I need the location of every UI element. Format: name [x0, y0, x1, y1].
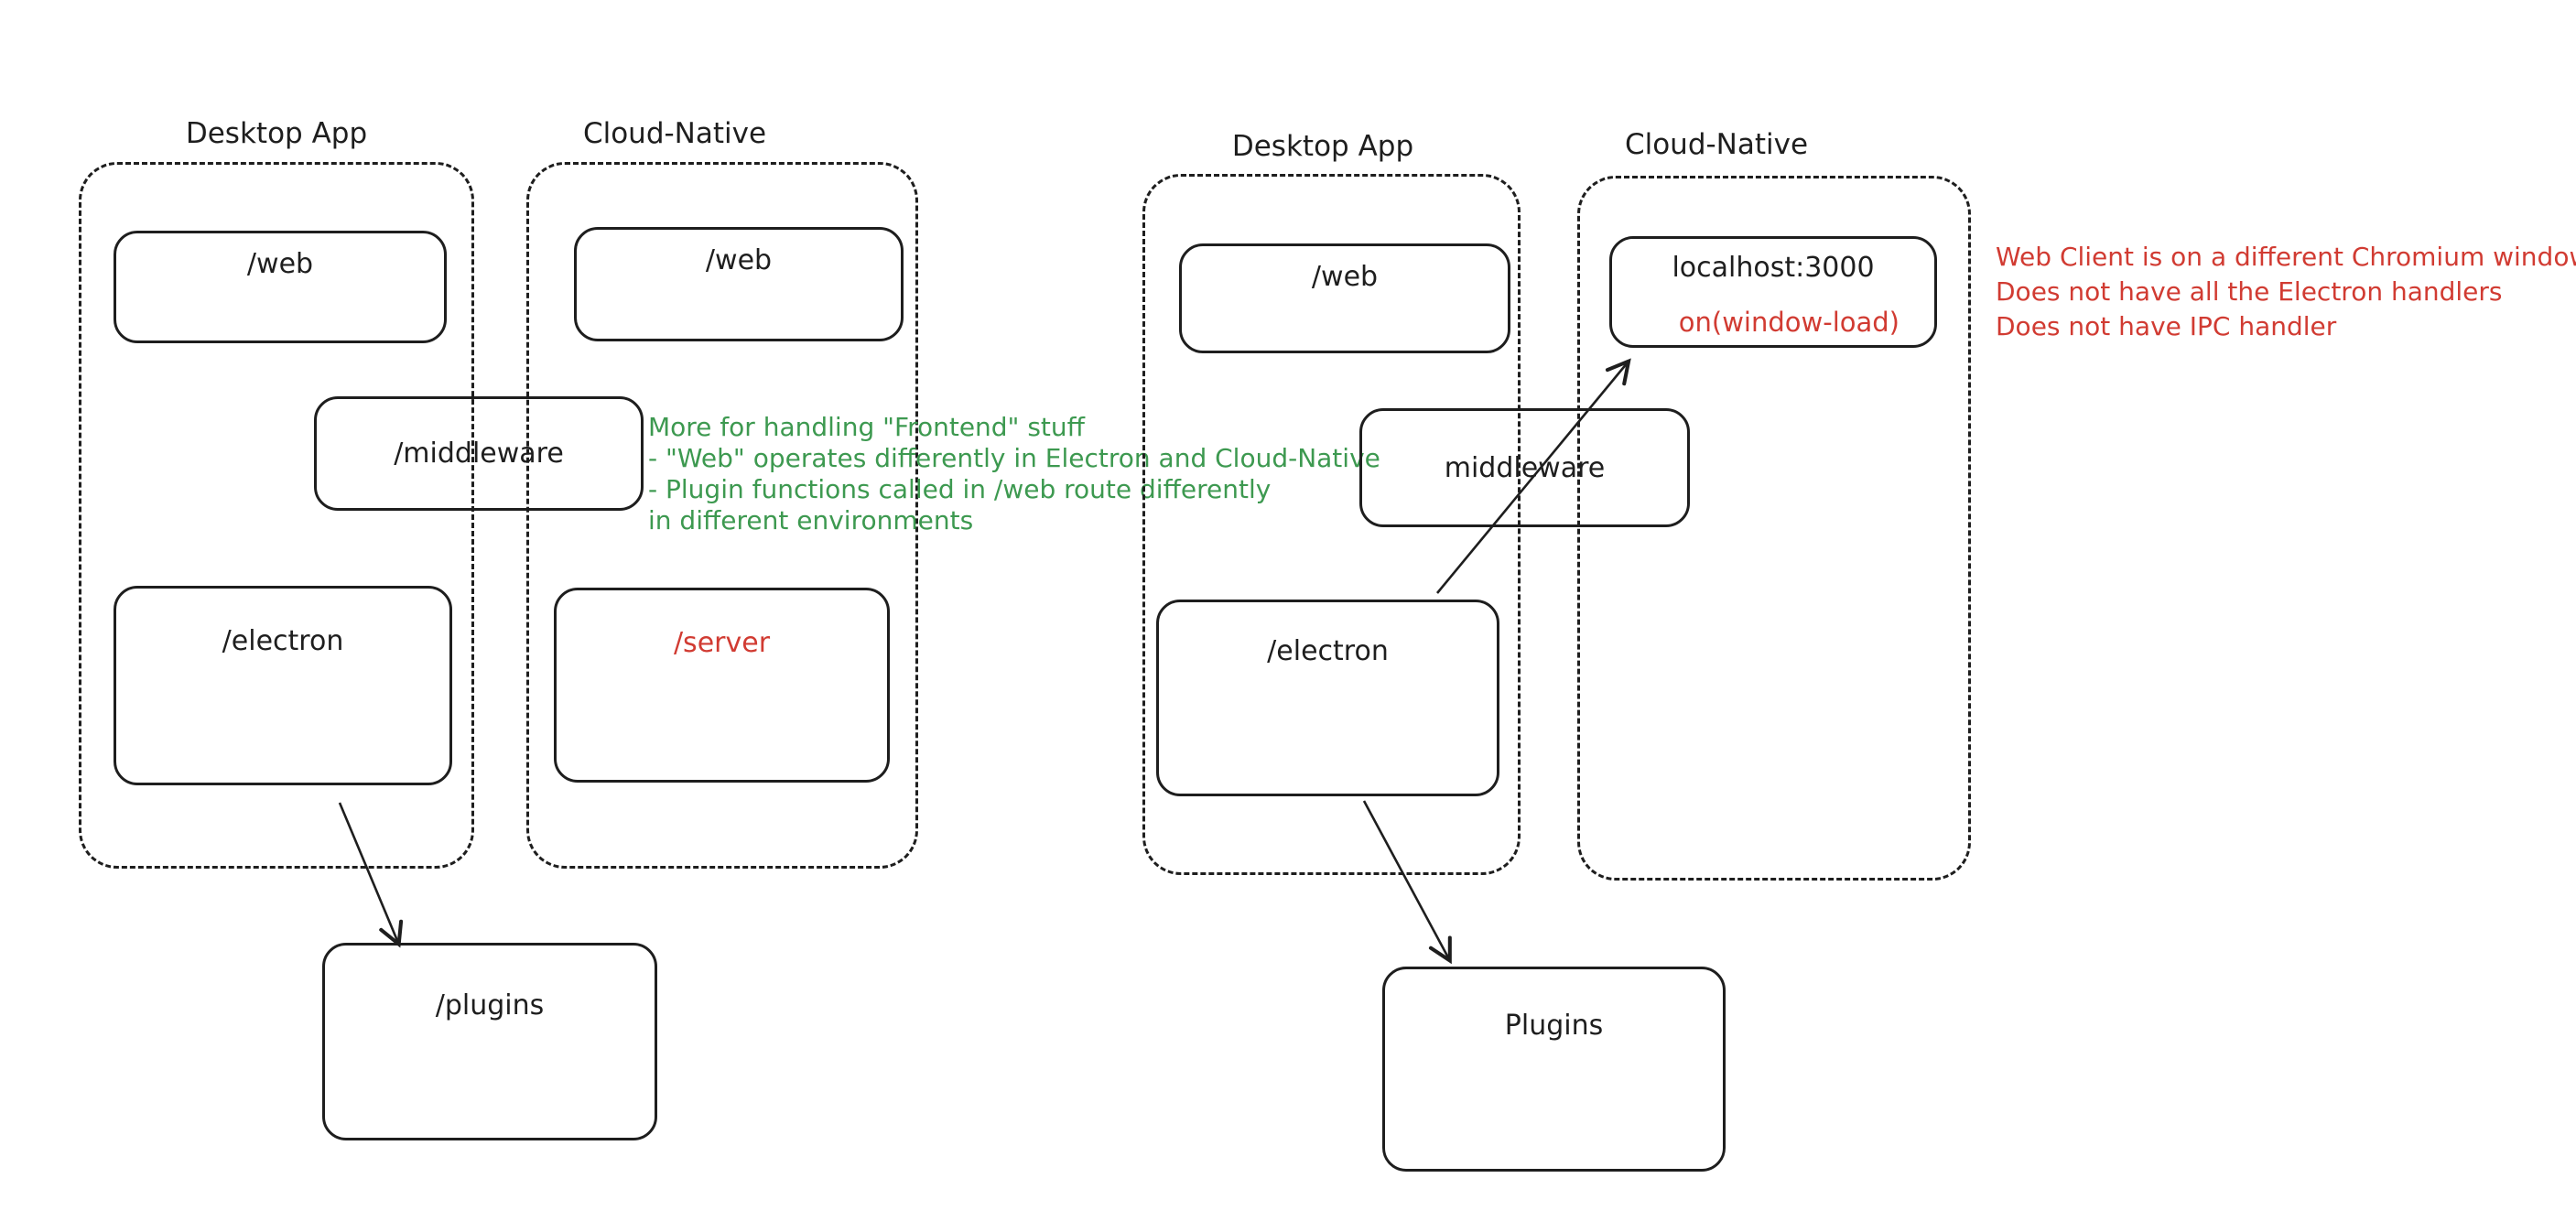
- left-desktop-frame-title: Desktop App: [185, 117, 368, 150]
- left-server-box: /server: [554, 588, 890, 783]
- right-middleware-box: middleware: [1359, 408, 1690, 527]
- left-server-label: /server: [673, 627, 771, 659]
- red-annotation-line: Web Client is on a different Chromium wi…: [1996, 242, 2576, 272]
- right-electron-label: /electron: [1267, 635, 1389, 667]
- green-annotation: More for handling "Frontend" stuff - "We…: [648, 412, 1380, 536]
- green-annotation-line: in different environments: [648, 505, 974, 535]
- right-middleware-label: middleware: [1444, 451, 1606, 484]
- red-annotation: Web Client is on a different Chromium wi…: [1996, 240, 2576, 344]
- green-annotation-line: - "Web" operates differently in Electron…: [648, 443, 1380, 473]
- left-electron-box: /electron: [114, 586, 452, 785]
- green-annotation-line: More for handling "Frontend" stuff: [648, 412, 1085, 442]
- right-desktop-web-label: /web: [1311, 261, 1379, 293]
- right-desktop-frame-title: Desktop App: [1231, 130, 1414, 163]
- left-cloud-frame-title: Cloud-Native: [582, 117, 767, 150]
- green-annotation-line: - Plugin functions called in /web route …: [648, 474, 1272, 504]
- left-plugins-box: /plugins: [322, 943, 657, 1140]
- left-plugins-label: /plugins: [435, 989, 545, 1021]
- right-cloud-frame-title: Cloud-Native: [1624, 128, 1809, 161]
- left-cloud-web-box: /web: [574, 227, 904, 341]
- left-desktop-web-box: /web: [114, 231, 447, 343]
- right-localhost-box: localhost:3000 on(window-load): [1609, 236, 1937, 348]
- red-annotation-line: Does not have IPC handler: [1996, 311, 2337, 341]
- red-annotation-line: Does not have all the Electron handlers: [1996, 276, 2503, 307]
- left-desktop-web-label: /web: [246, 248, 314, 280]
- right-plugins-box: Plugins: [1382, 967, 1726, 1172]
- left-middleware-box: /middleware: [314, 396, 644, 511]
- right-localhost-label: localhost:3000: [1672, 252, 1875, 284]
- left-cloud-web-label: /web: [705, 244, 773, 276]
- right-plugins-label: Plugins: [1504, 1010, 1604, 1042]
- right-electron-box: /electron: [1156, 600, 1499, 796]
- right-desktop-web-box: /web: [1179, 243, 1510, 353]
- left-middleware-label: /middleware: [394, 438, 564, 470]
- left-electron-label: /electron: [222, 625, 344, 657]
- right-window-load-label: on(window-load): [1678, 307, 1900, 338]
- left-cloud-frame: [526, 162, 918, 869]
- left-desktop-frame: [79, 162, 474, 869]
